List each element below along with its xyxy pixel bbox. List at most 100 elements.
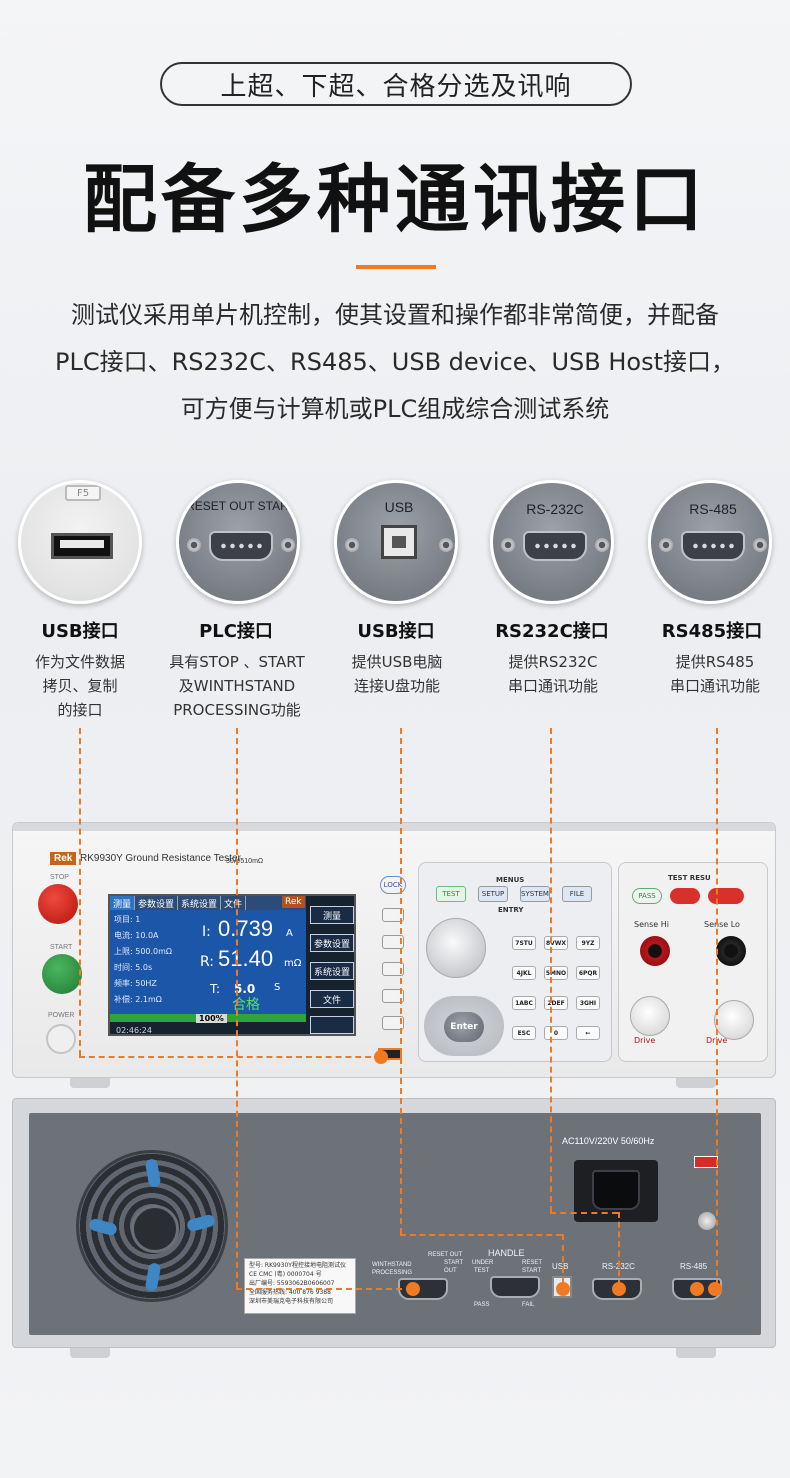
- rotary-knob[interactable]: [426, 918, 486, 978]
- ac-input-label: AC110V/220V 50/60Hz: [562, 1136, 655, 1146]
- fan-blade: [144, 1158, 162, 1188]
- lcd-clock: 02:46:24: [116, 1026, 152, 1035]
- num-key-1[interactable]: 1ABC: [512, 996, 536, 1010]
- port-title-usb-file: USB接口: [41, 621, 119, 642]
- side-key[interactable]: [382, 908, 404, 922]
- port-desc-line: 串口通讯功能: [507, 677, 598, 695]
- f5-key-label: F5: [65, 485, 101, 501]
- rs232-circle-label: RS-232C: [526, 501, 584, 517]
- product-label: 型号: RK9930Y程控接地电阻测试仪 CE CMC (粤) 0000704 …: [244, 1258, 356, 1314]
- fail-indicator: [708, 888, 744, 904]
- voltage-selector-switch[interactable]: [694, 1156, 718, 1168]
- usb-a-port-closeup: F5: [18, 480, 142, 604]
- port-desc-line: 连接U盘功能: [354, 677, 440, 695]
- num-key-4[interactable]: 4JKL: [512, 966, 536, 980]
- lcd-param: 频率: 50HZ: [114, 979, 157, 988]
- sense-lo-label: Sense Lo: [704, 920, 740, 929]
- system-key[interactable]: SYSTEM: [520, 886, 550, 902]
- softkey-file[interactable]: 文件: [310, 990, 354, 1008]
- menus-label: MENUS: [496, 876, 525, 884]
- current-unit: A: [286, 928, 293, 939]
- screw-icon: [595, 538, 609, 552]
- side-key[interactable]: [382, 935, 404, 949]
- side-key[interactable]: [382, 989, 404, 1003]
- esc-key[interactable]: ESC: [512, 1026, 536, 1040]
- port-desc-line: 的接口: [57, 701, 103, 719]
- file-key[interactable]: FILE: [562, 886, 592, 902]
- sticker-line: 出厂编号: 5593062B0606007: [249, 1280, 335, 1287]
- drive-hi-knob[interactable]: [630, 996, 670, 1036]
- usb-b-port-closeup: USB: [334, 480, 458, 604]
- range-label: 30A/510mΩ: [226, 858, 264, 865]
- connector-line: [550, 728, 552, 1212]
- lcd-param: 上限: 500.0mΩ: [114, 947, 173, 956]
- connector-line: [400, 728, 402, 1234]
- connector-line: [618, 1212, 620, 1286]
- num-key-9[interactable]: 9YZ: [576, 936, 600, 950]
- plc-rear-label: OUT: [444, 1268, 457, 1274]
- foot: [676, 1348, 716, 1358]
- setup-key[interactable]: SETUP: [478, 886, 508, 902]
- cooling-fan: [76, 1150, 228, 1302]
- sticker-line: CE CMC (粤) 0000704 号: [249, 1271, 322, 1278]
- num-key-3[interactable]: 3GHI: [576, 996, 600, 1010]
- screw-icon: [345, 538, 359, 552]
- rs485-circle-label: RS-485: [689, 501, 737, 517]
- start-button[interactable]: [42, 954, 82, 994]
- softkey-system[interactable]: 系统设置: [310, 962, 354, 980]
- sense-hi-terminal[interactable]: [640, 936, 670, 966]
- test-key[interactable]: TEST: [436, 886, 466, 902]
- lock-button[interactable]: LOCK: [380, 876, 406, 894]
- power-inlet[interactable]: [574, 1160, 658, 1222]
- num-key-2[interactable]: 2DEF: [544, 996, 568, 1010]
- connection-dot: [374, 1050, 388, 1064]
- usb-a-socket-icon: [51, 533, 113, 559]
- screw-icon: [187, 538, 201, 552]
- backspace-key[interactable]: ←: [576, 1026, 600, 1040]
- rs485-port-closeup: RS-485: [648, 480, 772, 604]
- screw-icon: [281, 538, 295, 552]
- lcd-param: 时间: 5.0s: [114, 963, 153, 972]
- sense-lo-terminal[interactable]: [716, 936, 746, 966]
- resistance-label: R:: [200, 954, 215, 970]
- side-key[interactable]: [382, 1016, 404, 1030]
- resistance-unit: mΩ: [284, 958, 302, 969]
- iec-socket-icon: [592, 1170, 640, 1210]
- lcd-tab-params[interactable]: 参数设置: [135, 896, 179, 910]
- enter-button[interactable]: Enter: [444, 1012, 484, 1042]
- num-key-0[interactable]: 0: [544, 1026, 568, 1040]
- port-desc-usb-file: 作为文件数据 拷贝、复制 的接口: [0, 650, 165, 722]
- power-button[interactable]: [46, 1024, 76, 1054]
- stop-button[interactable]: [38, 884, 78, 924]
- description: 测试仪采用单片机控制，使其设置和操作都非常简便，并配备 PLC接口、RS232C…: [20, 292, 770, 433]
- feature-pill: 上超、下超、合格分选及讯响: [160, 62, 632, 106]
- port-desc-line: 提供RS485: [675, 653, 755, 671]
- ground-terminal-icon[interactable]: [698, 1212, 716, 1230]
- screw-icon: [439, 538, 453, 552]
- time-label: T:: [210, 982, 221, 996]
- fan-blade: [144, 1262, 162, 1292]
- num-key-5[interactable]: 5MNO: [544, 966, 568, 980]
- lcd-param: 电流: 10.0A: [114, 931, 159, 940]
- softkey-params[interactable]: 参数设置: [310, 934, 354, 952]
- handle-sub-label: RESET: [522, 1260, 543, 1266]
- plc-port-closeup: RESET OUT START: [176, 480, 300, 604]
- screw-icon: [501, 538, 515, 552]
- side-key[interactable]: [382, 962, 404, 976]
- description-line: 测试仪采用单片机控制，使其设置和操作都非常简便，并配备: [71, 301, 719, 329]
- num-key-7[interactable]: 7STU: [512, 936, 536, 950]
- drive-lo-knob[interactable]: [714, 1000, 754, 1040]
- plc-rear-label: START: [444, 1260, 464, 1266]
- num-key-8[interactable]: 8VWX: [544, 936, 568, 950]
- softkey-measure[interactable]: 测量: [310, 906, 354, 924]
- lcd-tab-measure[interactable]: 测量: [110, 896, 136, 910]
- num-key-6[interactable]: 6PQR: [576, 966, 600, 980]
- rear-handle-port[interactable]: [490, 1276, 540, 1298]
- port-desc-line: PROCESSING功能: [173, 701, 301, 719]
- resistance-value: 51.40: [218, 946, 274, 971]
- description-line: 可方便与计算机或PLC组成综合测试系统: [180, 395, 610, 423]
- lcd-tab-file[interactable]: 文件: [221, 896, 247, 910]
- connector-line: [562, 1234, 564, 1284]
- softkey-blank[interactable]: [310, 1016, 354, 1034]
- lcd-tab-system[interactable]: 系统设置: [178, 896, 222, 910]
